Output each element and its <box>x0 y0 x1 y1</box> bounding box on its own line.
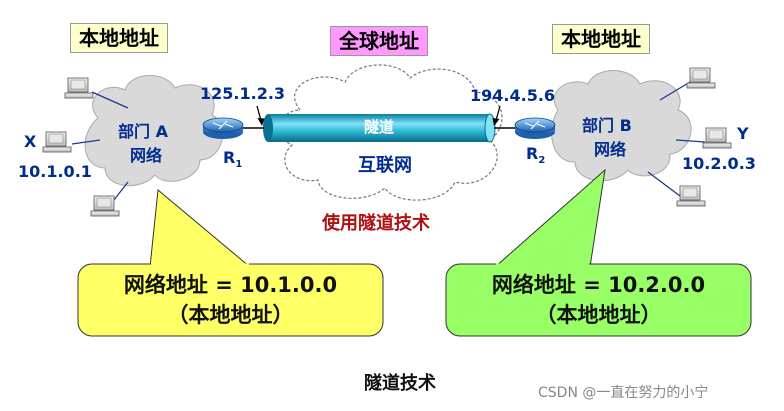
internet-label: 互联网 <box>358 155 412 176</box>
watermark: CSDN @一直在努力的小宁 <box>538 385 709 401</box>
router-icon <box>514 117 556 139</box>
callout-a-text: 网络地址 = 10.1.0.0 （本地地址） <box>78 270 383 331</box>
arrow-r2-ip <box>492 105 501 126</box>
arrow-r1-ip <box>256 105 265 126</box>
figure-caption: 隧道技术 <box>364 373 436 394</box>
dept-a-label-line2: 网络 <box>130 146 163 165</box>
router-r1-name: R <box>223 148 236 167</box>
dept-a-label-line1: 部门 A <box>118 122 168 141</box>
computer-icon <box>42 131 72 153</box>
computer-icon <box>702 127 732 149</box>
callout-b-box <box>445 263 752 337</box>
computer-icon <box>676 185 706 207</box>
technique-label: 使用隧道技术 <box>322 213 430 234</box>
callout-b-line1: 网络地址 = 10.2.0.0 <box>491 273 706 297</box>
zone-right-label: 本地地址 <box>552 24 650 54</box>
dept-a-cloud <box>84 75 224 187</box>
host-x-name: X <box>24 132 37 151</box>
computer-icon <box>686 67 716 89</box>
router-icon <box>202 117 244 139</box>
host-y-ip: 10.2.0.3 <box>682 154 756 173</box>
dept-b-cloud <box>551 70 692 182</box>
dept-b-label-line1: 部门 B <box>582 116 632 135</box>
router-r1-label: R1 <box>223 150 242 170</box>
computer-icon <box>64 77 94 99</box>
callout-a-line2: （本地地址） <box>167 303 294 328</box>
callout-a-pointer <box>149 189 252 268</box>
callout-a-line1: 网络地址 = 10.1.0.0 <box>123 273 338 297</box>
dept-b-label-line2: 网络 <box>594 140 627 159</box>
callout-b-line2: （本地地址） <box>535 303 662 328</box>
tunnel-pipe <box>263 113 496 143</box>
computer-icon <box>90 195 120 217</box>
zone-center-label: 全球地址 <box>330 26 428 56</box>
host-x-ip: 10.1.0.1 <box>18 162 92 181</box>
router-r2-name: R <box>526 144 539 163</box>
router-r1-ip: 125.1.2.3 <box>200 84 286 103</box>
zone-left-label: 本地地址 <box>70 23 168 53</box>
tunnel-label: 隧道 <box>364 118 395 136</box>
router-r2-label: R2 <box>526 146 545 166</box>
callout-b-text: 网络地址 = 10.2.0.0 （本地地址） <box>446 270 751 331</box>
router-r1-sub: 1 <box>235 159 243 171</box>
callout-b-pointer <box>493 168 606 268</box>
router-r2-ip: 194.4.5.6 <box>470 86 556 105</box>
router-r2-sub: 2 <box>538 155 546 167</box>
host-y-name: Y <box>737 124 749 143</box>
